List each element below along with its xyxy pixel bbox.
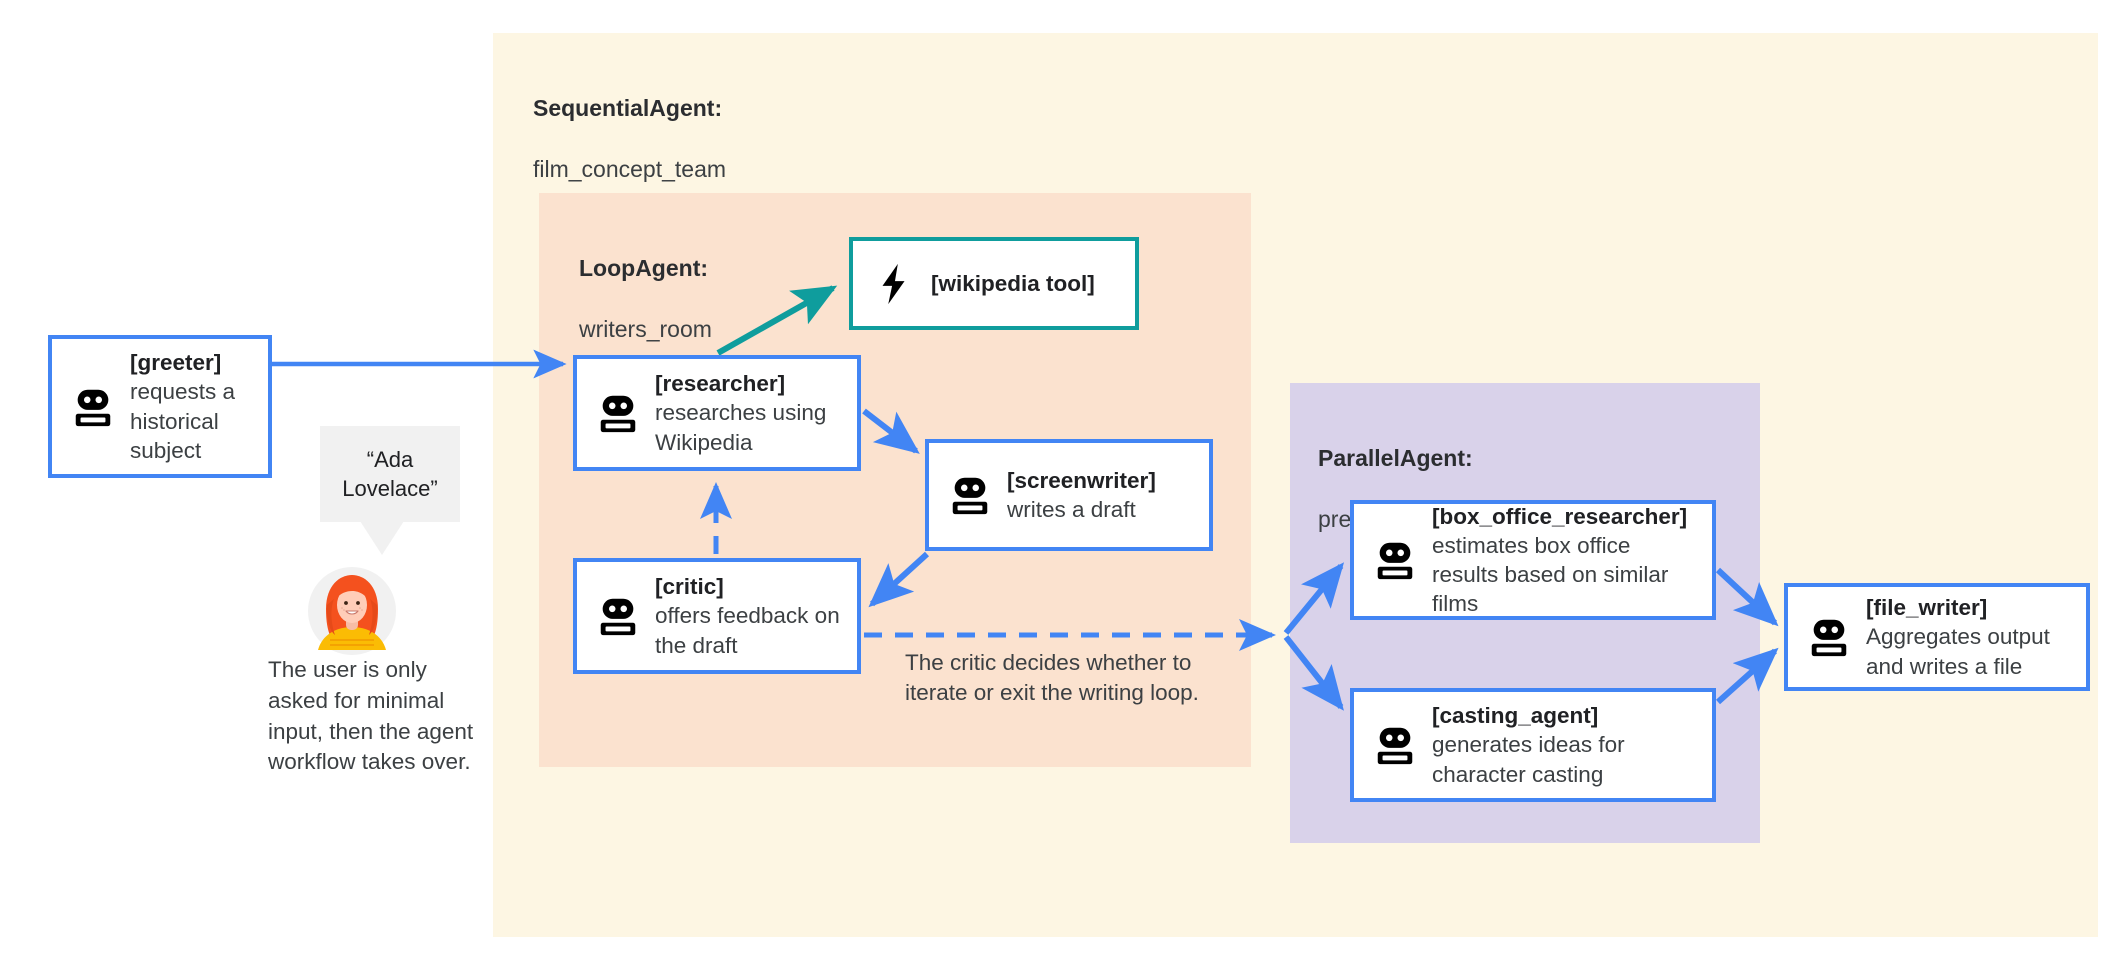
- loop-agent-name: writers_room: [579, 316, 712, 343]
- robot-icon: [1377, 542, 1413, 580]
- node-screenwriter-description: writes a draft: [1007, 497, 1136, 522]
- sequential-agent-title: SequentialAgent: film_concept_team: [533, 63, 726, 184]
- user-avatar: [308, 567, 396, 655]
- user-quote-text: “Ada Lovelace”: [342, 446, 438, 501]
- node-file-writer-name: [file_writer]: [1866, 595, 1988, 621]
- robot-icon: [600, 395, 636, 433]
- node-researcher[interactable]: [researcher] researches using Wikipedia: [573, 355, 861, 471]
- loop-exit-note: The critic decides whether to iterate or…: [905, 650, 1199, 705]
- user-caption: The user is only asked for minimal input…: [268, 657, 474, 775]
- node-box-office-researcher-text: [box_office_researcher] estimates box of…: [1432, 502, 1698, 619]
- node-greeter[interactable]: [greeter] requests a historical subject: [48, 335, 272, 478]
- robot-icon: [600, 598, 636, 636]
- node-box-office-researcher-name: [box_office_researcher]: [1432, 503, 1688, 529]
- node-wikipedia-tool[interactable]: [wikipedia tool]: [849, 237, 1139, 330]
- node-file-writer-text: [file_writer] Aggregates output and writ…: [1866, 593, 2072, 681]
- node-critic-text: [critic] offers feedback on the draft: [655, 572, 843, 660]
- user-quote-bubble-tail: [360, 521, 404, 555]
- sequential-agent-name: film_concept_team: [533, 156, 727, 183]
- node-casting-agent[interactable]: [casting_agent] generates ideas for char…: [1350, 688, 1716, 802]
- user-quote-bubble: “Ada Lovelace”: [320, 426, 460, 522]
- robot-icon: [1811, 619, 1847, 657]
- node-greeter-description: requests a historical subject: [130, 379, 236, 463]
- node-casting-agent-name: [casting_agent]: [1432, 703, 1599, 729]
- node-casting-agent-description: generates ideas for character casting: [1432, 732, 1625, 787]
- node-researcher-text: [researcher] researches using Wikipedia: [655, 369, 843, 457]
- sequential-agent-type: SequentialAgent:: [533, 95, 723, 122]
- parallel-agent-type: ParallelAgent:: [1318, 445, 1473, 472]
- node-wikipedia-tool-text: [wikipedia tool]: [931, 269, 1095, 298]
- node-box-office-researcher-description: estimates box office results based on si…: [1432, 532, 1669, 617]
- node-casting-agent-text: [casting_agent] generates ideas for char…: [1432, 701, 1698, 789]
- node-researcher-name: [researcher]: [655, 371, 786, 397]
- node-screenwriter[interactable]: [screenwriter] writes a draft: [925, 439, 1213, 551]
- node-file-writer-description: Aggregates output and writes a file: [1866, 624, 2050, 679]
- node-critic-description: offers feedback on the draft: [655, 603, 840, 658]
- node-critic-name: [critic]: [655, 574, 724, 600]
- lightning-bolt-icon: [882, 263, 905, 304]
- node-greeter-text: [greeter] requests a historical subject: [130, 348, 254, 465]
- node-researcher-description: researches using Wikipedia: [655, 400, 827, 455]
- node-greeter-name: [greeter]: [130, 350, 222, 375]
- node-file-writer[interactable]: [file_writer] Aggregates output and writ…: [1784, 583, 2090, 691]
- node-critic[interactable]: [critic] offers feedback on the draft: [573, 558, 861, 674]
- robot-icon: [75, 389, 111, 426]
- node-wikipedia-tool-name: [wikipedia tool]: [931, 270, 1095, 296]
- node-screenwriter-name: [screenwriter]: [1007, 467, 1156, 493]
- robot-icon: [952, 477, 988, 515]
- robot-icon: [1377, 727, 1413, 765]
- loop-agent-type: LoopAgent:: [579, 255, 709, 282]
- node-box-office-researcher[interactable]: [box_office_researcher] estimates box of…: [1350, 500, 1716, 620]
- loop-agent-title: LoopAgent: writers_room: [579, 223, 712, 344]
- node-screenwriter-text: [screenwriter] writes a draft: [1007, 466, 1156, 525]
